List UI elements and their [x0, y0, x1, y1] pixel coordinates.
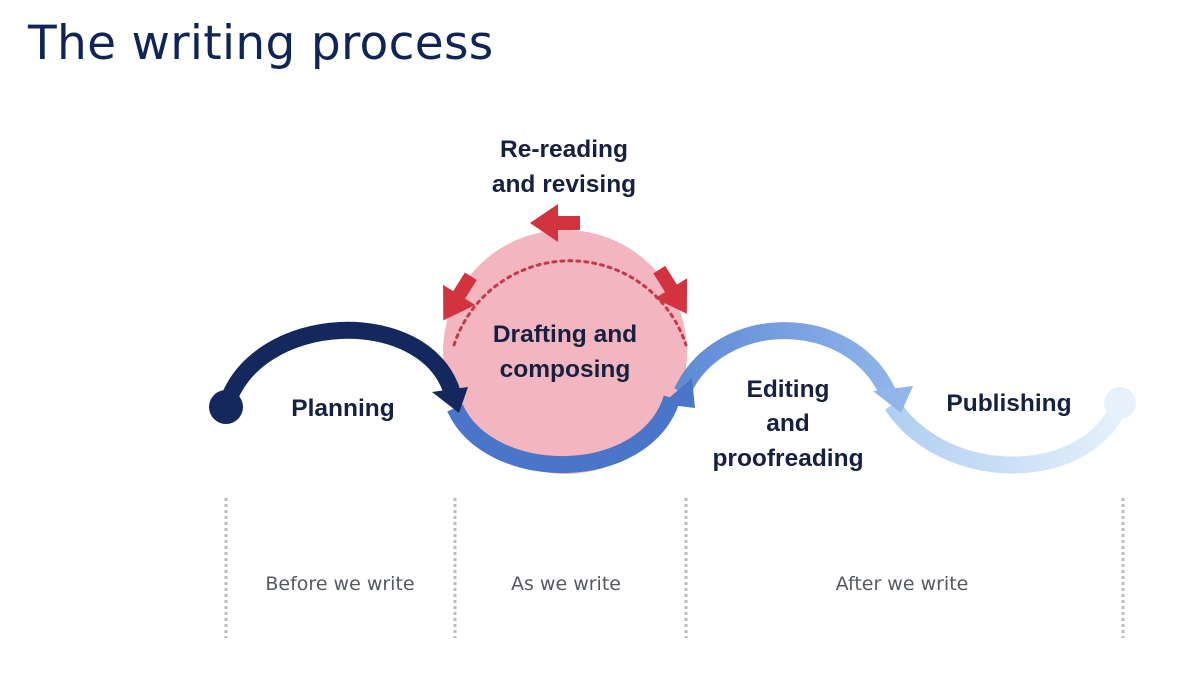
revision-arrow-left-icon: [443, 272, 477, 321]
revision-arrow-top-icon: [530, 204, 580, 242]
drafting-arrowhead-icon: [662, 378, 695, 408]
drafting-arrow: [447, 395, 681, 474]
phase-during-label: As we write: [511, 573, 621, 595]
stage-editing-label-line1: Editing: [746, 376, 829, 403]
editing-arrowhead-icon: [873, 386, 913, 413]
planning-arrowhead-icon: [432, 387, 468, 413]
stage-rereading-label-line2: and revising: [492, 171, 636, 198]
stage-publishing-label: Publishing: [946, 390, 1071, 417]
stage-rereading-label-line1: Re-reading: [500, 136, 628, 163]
phase-after-label: After we write: [836, 573, 969, 595]
stage-editing-label-line3: proofreading: [712, 445, 863, 472]
stage-drafting-label-line2: composing: [500, 356, 631, 383]
stage-planning-label: Planning: [291, 395, 394, 422]
revision-arrow-right-icon: [653, 265, 688, 314]
stage-editing-label-line2: and: [766, 410, 810, 437]
page-title: The writing process: [28, 16, 494, 71]
planning-arrow: [217, 321, 461, 410]
publishing-arrow: [884, 400, 1128, 474]
editing-arrow: [674, 322, 896, 397]
publishing-end-dot: [1104, 387, 1136, 419]
stage-drafting-label-line1: Drafting and: [493, 321, 637, 348]
phase-before-label: Before we write: [265, 573, 414, 595]
drafting-circle: [443, 230, 687, 474]
revision-loop-dotted: [452, 259, 688, 347]
